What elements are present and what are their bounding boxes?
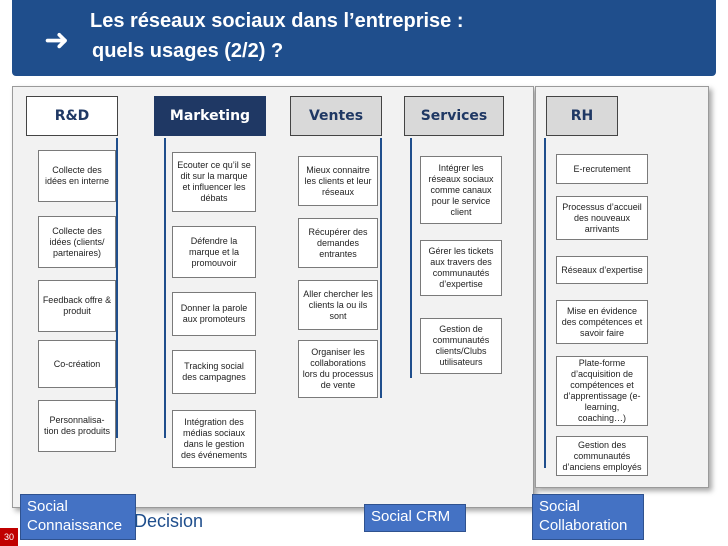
column-line (544, 138, 546, 468)
page-title-line2: quels usages (2/2) ? (92, 40, 284, 62)
column-head-ventes: Ventes (290, 96, 382, 136)
column-head-label: Ventes (308, 108, 364, 124)
right-arrow-icon: ➜ (44, 24, 70, 57)
list-item: Feedback offre & produit (38, 280, 116, 332)
page-number: 30 (0, 528, 18, 546)
sheet-rh (535, 86, 709, 488)
column-head-label: R&D (54, 108, 90, 124)
list-item: E-recrutement (556, 154, 648, 184)
list-item: Collecte des idées (clients/ partenaires… (38, 216, 116, 268)
list-item: Plate-forme d’acquisition de compétences… (556, 356, 648, 426)
list-item: Gestion des communautés d’anciens employ… (556, 436, 648, 476)
column-line (380, 138, 382, 398)
label-social-collaboration: Social Collaboration (532, 494, 644, 540)
list-item: Organiser les collaborations lors du pro… (298, 340, 378, 398)
column-line (116, 138, 118, 438)
list-item: Réseaux d’expertise (556, 256, 648, 284)
column-head-marketing: Marketing (154, 96, 266, 136)
column-head-rh: RH (546, 96, 618, 136)
list-item: Collecte des idées en interne (38, 150, 116, 202)
column-head-label: RH (570, 108, 594, 124)
list-item: Intégrer les réseaux sociaux comme canau… (420, 156, 502, 224)
column-line (164, 138, 166, 438)
list-item: Processus d’accueil des nouveaux arrivan… (556, 196, 648, 240)
column-head-label: Marketing (169, 108, 251, 124)
list-item: Intégration des médias sociaux dans le g… (172, 410, 256, 468)
column-line (410, 138, 412, 378)
company-logo: Decision (134, 511, 204, 531)
list-item: Mieux connaitre les clients et leur rése… (298, 156, 378, 206)
list-item: Tracking social des campagnes (172, 350, 256, 394)
list-item: Défendre la marque et la promouvoir (172, 226, 256, 278)
page-title-line1: Les réseaux sociaux dans l’entreprise : (90, 10, 464, 32)
title-banner (12, 0, 716, 76)
list-item: Ecouter ce qu’il se dit sur la marque et… (172, 152, 256, 212)
list-item: Co-création (38, 340, 116, 388)
list-item: Personnalisa- tion des produits (38, 400, 116, 452)
column-head-rnd: R&D (26, 96, 118, 136)
list-item: Récupérer des demandes entrantes (298, 218, 378, 268)
list-item: Mise en évidence des compétences et savo… (556, 300, 648, 344)
column-head-services: Services (404, 96, 504, 136)
list-item: Donner la parole aux promoteurs (172, 292, 256, 336)
column-head-label: Services (420, 108, 488, 124)
list-item: Gestion de communautés clients/Clubs uti… (420, 318, 502, 374)
label-social-connaissance: Social Connaissance (20, 494, 136, 540)
list-item: Aller chercher les clients la ou ils son… (298, 280, 378, 330)
label-social-crm: Social CRM (364, 504, 466, 532)
list-item: Gérer les tickets aux travers des commun… (420, 240, 502, 296)
